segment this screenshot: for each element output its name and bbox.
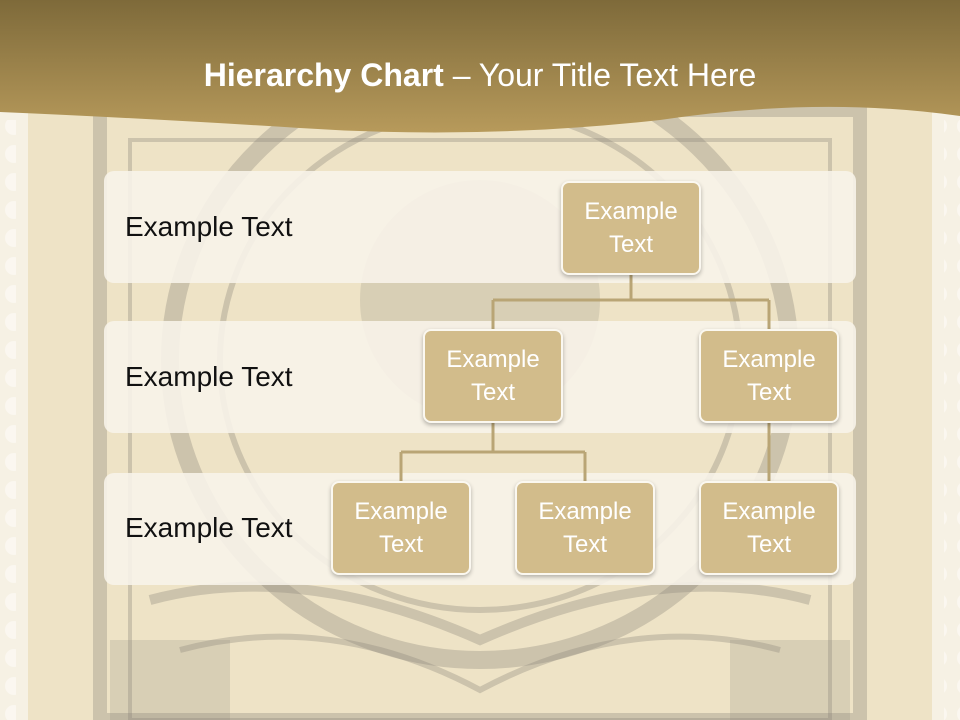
node-l2-left[interactable]: Example Text <box>423 329 563 423</box>
slide-title: Hierarchy Chart – Your Title Text Here <box>0 52 960 98</box>
edge-l2left-l3 <box>399 423 587 481</box>
edge-root-l2 <box>491 275 771 329</box>
node-text-line2: Text <box>746 379 791 406</box>
title-bold: Hierarchy Chart <box>203 57 444 93</box>
node-text-line1: Example <box>722 346 816 373</box>
node-text-line2: Text <box>746 531 791 558</box>
level-label-2: Example Text <box>125 361 293 392</box>
node-text-line1: Example <box>722 498 816 525</box>
node-text-line1: Example <box>538 498 632 525</box>
node-l3-right[interactable]: Example Text <box>699 481 839 575</box>
node-root[interactable]: Example Text <box>561 181 701 275</box>
title-dash: – <box>443 57 479 93</box>
title-rest: Your Title Text Here <box>478 57 757 93</box>
node-text-line2: Text <box>470 379 515 406</box>
header-banner <box>0 0 960 133</box>
node-text-line1: Example <box>584 198 678 225</box>
level-band-1 <box>104 171 856 283</box>
node-l3-left[interactable]: Example Text <box>331 481 471 575</box>
level-label-3: Example Text <box>125 512 293 543</box>
node-l2-right[interactable]: Example Text <box>699 329 839 423</box>
node-text-line2: Text <box>562 531 607 558</box>
level-label-1: Example Text <box>125 211 293 242</box>
node-text-line1: Example <box>354 498 448 525</box>
node-text-line1: Example <box>446 346 540 373</box>
node-l3-middle[interactable]: Example Text <box>515 481 655 575</box>
node-text-line2: Text <box>608 231 653 258</box>
node-text-line2: Text <box>378 531 423 558</box>
